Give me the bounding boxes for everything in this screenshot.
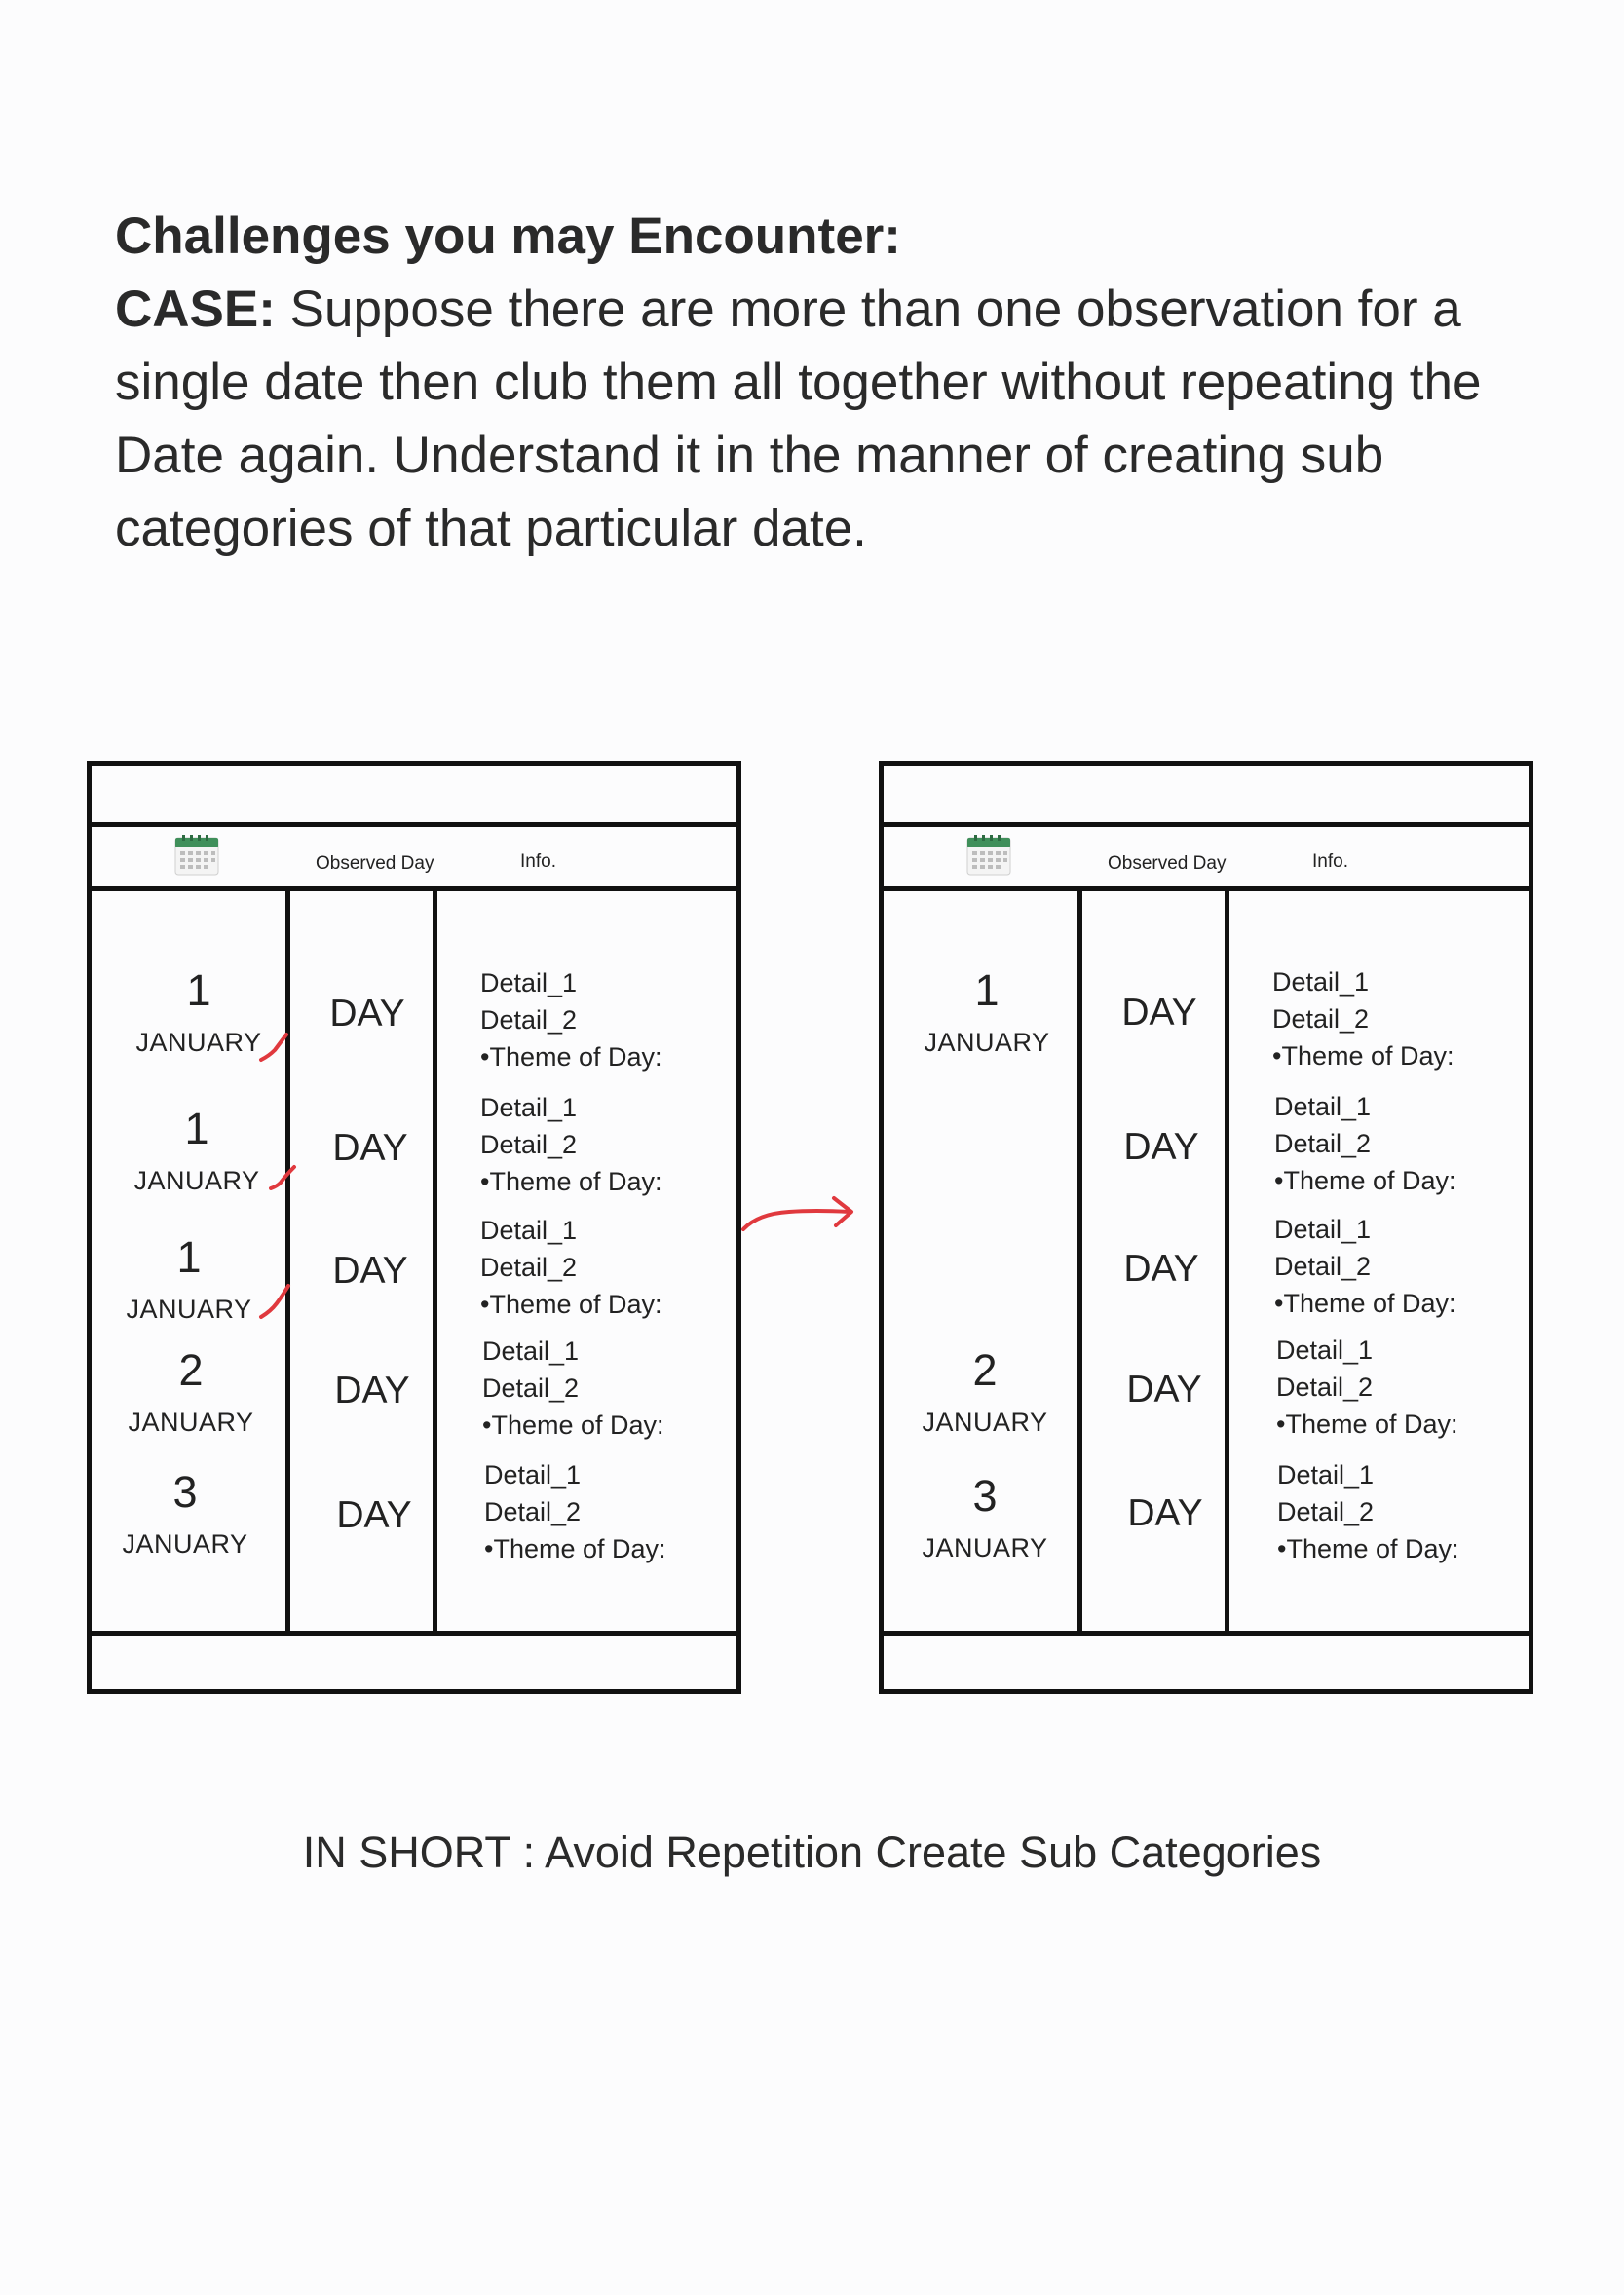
column-divider-2 [433,891,437,1631]
table-footer-divider [884,1631,1529,1636]
info-theme: •Theme of Day: [1274,1289,1456,1318]
header-observed-day: Observed Day [1108,853,1227,874]
header-info: Info. [1312,851,1348,872]
intro-text: Challenges you may Encounter: CASE: Supp… [115,200,1537,565]
info-detail-1: Detail_1 [1274,1092,1372,1121]
red-tick-mark [259,1033,288,1062]
info-detail-2: Detail_2 [1274,1252,1372,1281]
info-detail-2: Detail_2 [484,1497,582,1526]
info-block: Detail_1 Detail_2 •Theme of Day: [480,1089,662,1200]
table-footer-divider [92,1631,736,1636]
date-number: 3 [172,1467,198,1517]
day-cell: DAY [1126,1369,1202,1411]
table-top-divider [884,822,1529,827]
day-cell: DAY [1127,1492,1203,1534]
info-block: Detail_1 Detail_2 •Theme of Day: [1274,1211,1456,1322]
info-detail-1: Detail_1 [484,1460,582,1489]
calendar-icon [966,835,1011,876]
info-block: Detail_1 Detail_2 •Theme of Day: [482,1333,664,1444]
info-theme: •Theme of Day: [1277,1534,1459,1563]
calendar-icon [174,835,219,876]
summary-text: IN SHORT : Avoid Repetition Create Sub C… [302,1827,1322,1877]
info-detail-1: Detail_1 [480,968,578,997]
info-block: Detail_1 Detail_2 •Theme of Day: [480,964,662,1075]
date-number: 1 [184,1104,209,1153]
table-header-divider [92,886,736,891]
date-month: JANUARY [126,1295,252,1324]
table-before: Observed Day Info. 1 JANUARY DAY Detail_… [87,761,741,1694]
red-arrow-icon [741,1196,853,1231]
day-cell: DAY [1121,992,1197,1034]
info-detail-2: Detail_2 [1274,1129,1372,1158]
date-number: 3 [972,1471,998,1521]
info-detail-1: Detail_1 [1276,1336,1374,1365]
info-block: Detail_1 Detail_2 •Theme of Day: [1276,1332,1458,1443]
red-tick-mark [259,1284,290,1319]
date-month: JANUARY [924,1028,1050,1057]
day-cell: DAY [332,1250,408,1292]
info-detail-2: Detail_2 [1272,1004,1370,1034]
info-detail-2: Detail_2 [480,1253,578,1282]
info-block: Detail_1 Detail_2 •Theme of Day: [484,1456,666,1567]
info-detail-2: Detail_2 [480,1005,578,1035]
case-text: Suppose there are more than one observat… [115,281,1482,557]
info-theme: •Theme of Day: [1272,1041,1454,1071]
date-number: 1 [974,965,1000,1015]
info-theme: •Theme of Day: [484,1534,666,1563]
info-block: Detail_1 Detail_2 •Theme of Day: [1277,1456,1459,1567]
info-detail-2: Detail_2 [1277,1497,1375,1526]
info-theme: •Theme of Day: [480,1167,662,1196]
red-tick-mark [269,1165,296,1190]
info-detail-1: Detail_1 [1272,967,1370,997]
info-theme: •Theme of Day: [1274,1166,1456,1195]
date-number: 1 [176,1232,202,1282]
day-cell: DAY [1123,1248,1199,1290]
date-number: 2 [972,1345,998,1395]
info-detail-2: Detail_2 [1276,1373,1374,1402]
date-number: 1 [186,965,211,1015]
info-theme: •Theme of Day: [1276,1410,1458,1439]
column-divider-2 [1225,891,1229,1631]
info-detail-1: Detail_1 [1274,1215,1372,1244]
table-after: Observed Day Info. 1 JANUARY 2 JANUARY 3… [879,761,1533,1694]
info-detail-1: Detail_1 [482,1336,580,1366]
case-label: CASE: [115,281,276,338]
date-month: JANUARY [128,1408,254,1437]
date-month: JANUARY [122,1529,248,1559]
info-theme: •Theme of Day: [480,1042,662,1072]
day-cell: DAY [334,1370,410,1411]
day-cell: DAY [332,1127,408,1169]
column-divider-1 [285,891,290,1631]
info-block: Detail_1 Detail_2 •Theme of Day: [480,1212,662,1323]
column-divider-1 [1077,891,1082,1631]
info-theme: •Theme of Day: [482,1411,664,1440]
header-observed-day: Observed Day [316,853,434,874]
table-top-divider [92,822,736,827]
day-cell: DAY [329,993,405,1035]
date-month: JANUARY [922,1408,1048,1437]
day-cell: DAY [336,1494,412,1536]
challenges-heading: Challenges you may Encounter: [115,207,901,265]
date-number: 2 [178,1345,204,1395]
info-block: Detail_1 Detail_2 •Theme of Day: [1274,1088,1456,1199]
info-detail-1: Detail_1 [480,1216,578,1245]
info-detail-1: Detail_1 [1277,1460,1375,1489]
info-detail-2: Detail_2 [480,1130,578,1159]
table-header-divider [884,886,1529,891]
day-cell: DAY [1123,1126,1199,1168]
info-detail-1: Detail_1 [480,1093,578,1122]
date-month: JANUARY [922,1533,1048,1562]
date-month: JANUARY [135,1028,262,1057]
info-detail-2: Detail_2 [482,1373,580,1403]
info-theme: •Theme of Day: [480,1290,662,1319]
info-block: Detail_1 Detail_2 •Theme of Day: [1272,963,1454,1074]
header-info: Info. [520,851,556,872]
date-month: JANUARY [133,1166,260,1195]
